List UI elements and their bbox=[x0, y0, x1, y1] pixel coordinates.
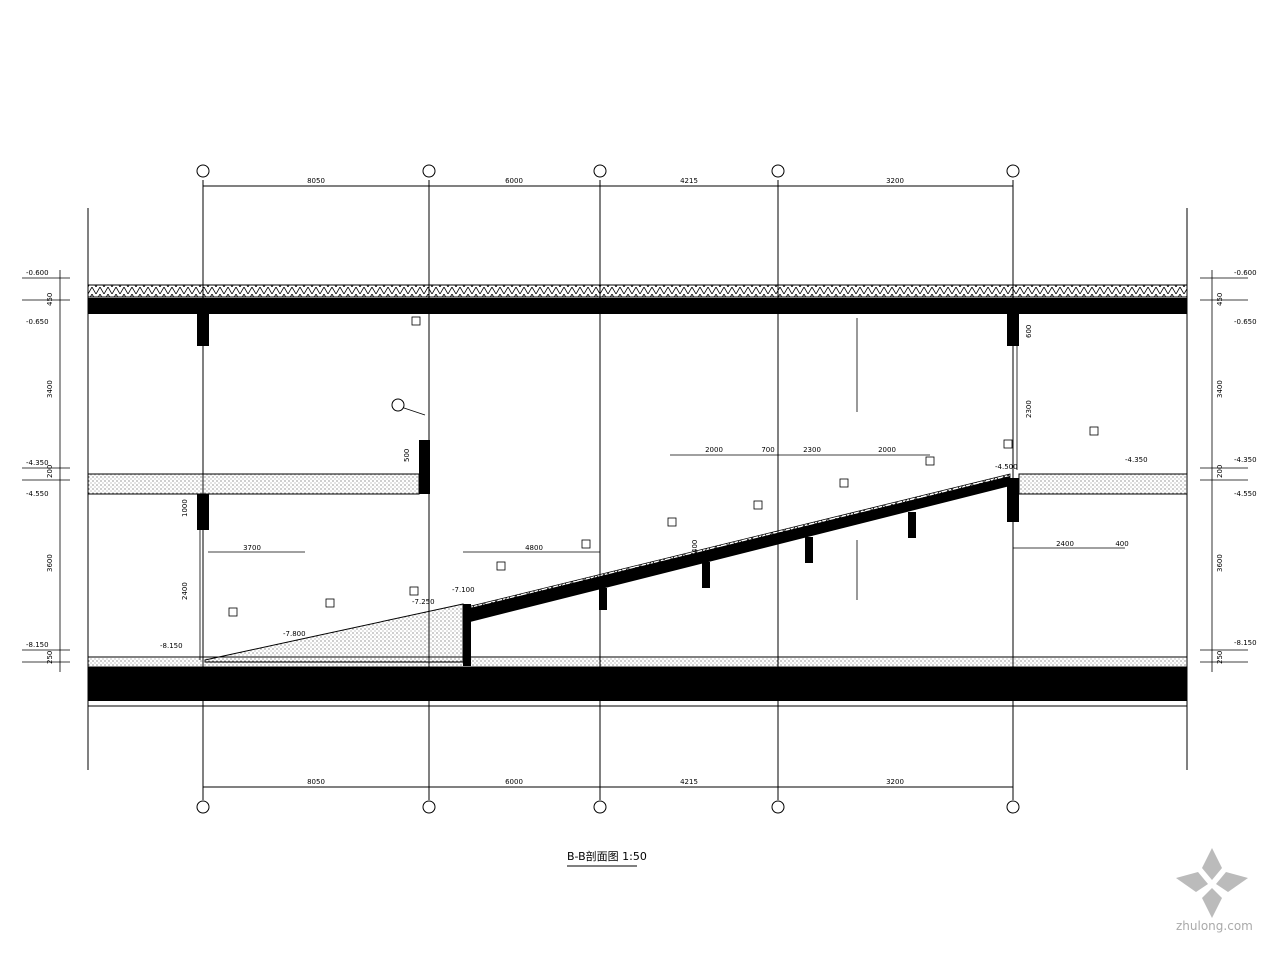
watermark-logo bbox=[1176, 848, 1248, 918]
vdim-inner-5: 600 bbox=[1025, 325, 1033, 338]
level-ramp-start: -7.800 bbox=[283, 630, 306, 638]
dim-inner-3: 2000 bbox=[705, 446, 723, 454]
left-elev-4: -4.550 bbox=[26, 490, 49, 498]
level-ramp-mid-a: -7.250 bbox=[412, 598, 435, 606]
detail-callout-bubble bbox=[391, 398, 405, 412]
left-vdim-5: 250 bbox=[46, 651, 54, 664]
bottom-slab bbox=[87, 656, 1188, 707]
right-vdim-3: 200 bbox=[1216, 465, 1224, 478]
vdim-inner-1: 1000 bbox=[181, 499, 189, 517]
left-vdim-4: 3600 bbox=[46, 554, 54, 572]
middle-right-slab bbox=[1007, 473, 1188, 522]
axis-bubbles-bottom bbox=[196, 800, 1020, 814]
dim-bottom-2: 6000 bbox=[505, 778, 523, 786]
dim-bottom-1: 8050 bbox=[307, 778, 325, 786]
vdim-inner-2: 2400 bbox=[181, 582, 189, 600]
top-slab bbox=[87, 284, 1188, 346]
dim-top-3: 4215 bbox=[680, 177, 698, 185]
left-elev-2: -0.650 bbox=[26, 318, 49, 326]
left-vdim-3: 200 bbox=[46, 465, 54, 478]
left-elev-3: -4.350 bbox=[26, 459, 49, 467]
right-vdim-4: 3600 bbox=[1216, 554, 1224, 572]
right-elev-4: -4.550 bbox=[1234, 490, 1257, 498]
level-ramp-top: -4.500 bbox=[995, 463, 1018, 471]
axis-bubbles-top bbox=[196, 164, 1020, 178]
dim-inner-8: 400 bbox=[1115, 540, 1128, 548]
right-vdim-1: 450 bbox=[1216, 293, 1224, 306]
dim-bottom-4: 3200 bbox=[886, 778, 904, 786]
left-elev-1: -0.600 bbox=[26, 269, 49, 277]
dim-top-2: 6000 bbox=[505, 177, 523, 185]
dim-inner-2: 4800 bbox=[525, 544, 543, 552]
level-right-floor: -4.350 bbox=[1125, 456, 1148, 464]
dim-inner-1: 3700 bbox=[243, 544, 261, 552]
level-bottom-left: -8.150 bbox=[160, 642, 183, 650]
watermark-text: zhulong.com bbox=[1176, 919, 1253, 933]
symbol-markers bbox=[228, 316, 1099, 617]
dim-inner-5: 2300 bbox=[803, 446, 821, 454]
vdim-inner-6: 2300 bbox=[1025, 400, 1033, 418]
dim-inner-6: 2000 bbox=[878, 446, 896, 454]
left-vdim-1: 450 bbox=[46, 293, 54, 306]
right-elev-3: -4.350 bbox=[1234, 456, 1257, 464]
vdim-inner-3: 500 bbox=[403, 449, 411, 462]
right-elev-2: -0.650 bbox=[1234, 318, 1257, 326]
right-vdim-2: 3400 bbox=[1216, 380, 1224, 398]
right-vdim-5: 250 bbox=[1216, 651, 1224, 664]
level-ramp-mid-b: -7.100 bbox=[452, 586, 475, 594]
vdim-inner-4: 400 bbox=[691, 540, 699, 553]
dim-bottom-3: 4215 bbox=[680, 778, 698, 786]
left-vdim-2: 3400 bbox=[46, 380, 54, 398]
dim-top-1: 8050 bbox=[307, 177, 325, 185]
dim-inner-7: 2400 bbox=[1056, 540, 1074, 548]
dim-inner-4: 700 bbox=[761, 446, 774, 454]
drawing-title: B-B剖面图 1:50 bbox=[567, 849, 647, 863]
right-elev-1: -0.600 bbox=[1234, 269, 1257, 277]
left-elev-5: -8.150 bbox=[26, 641, 49, 649]
middle-left-slab bbox=[87, 440, 430, 530]
left-elevation-marks bbox=[22, 270, 1248, 672]
right-elev-5: -8.150 bbox=[1234, 639, 1257, 647]
dim-top-4: 3200 bbox=[886, 177, 904, 185]
ramp bbox=[204, 473, 1011, 666]
